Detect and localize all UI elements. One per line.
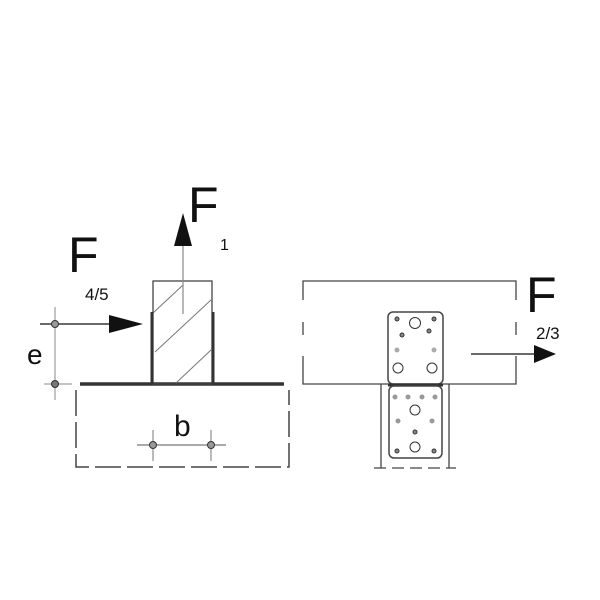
left-view-post-base — [40, 213, 290, 468]
beam-outline — [302, 280, 517, 385]
label-b: b — [174, 410, 191, 443]
f45-arrowhead — [109, 315, 143, 333]
label-f1: F — [188, 177, 219, 233]
label-e: e — [27, 339, 43, 370]
b-dim-dot-right — [207, 441, 215, 449]
b-dim-dot-left — [149, 441, 157, 449]
f1-arrowhead — [174, 213, 192, 246]
label-f23-subscript: 2/3 — [536, 324, 560, 343]
label-f45: F — [68, 227, 99, 283]
plate-holes — [392, 316, 438, 454]
label-f45-subscript: 4/5 — [85, 285, 109, 304]
post-hatching — [152, 284, 212, 384]
label-f1-subscript: 1 — [220, 237, 229, 254]
lower-angle-plate — [388, 385, 443, 459]
e-dim-dot-bottom — [51, 380, 59, 388]
f23-arrowhead — [534, 345, 556, 363]
label-f23: F — [526, 267, 557, 323]
e-dim-dot-top — [51, 320, 59, 328]
base-slab-outline — [75, 390, 290, 468]
right-view-beam-connection — [302, 280, 556, 469]
